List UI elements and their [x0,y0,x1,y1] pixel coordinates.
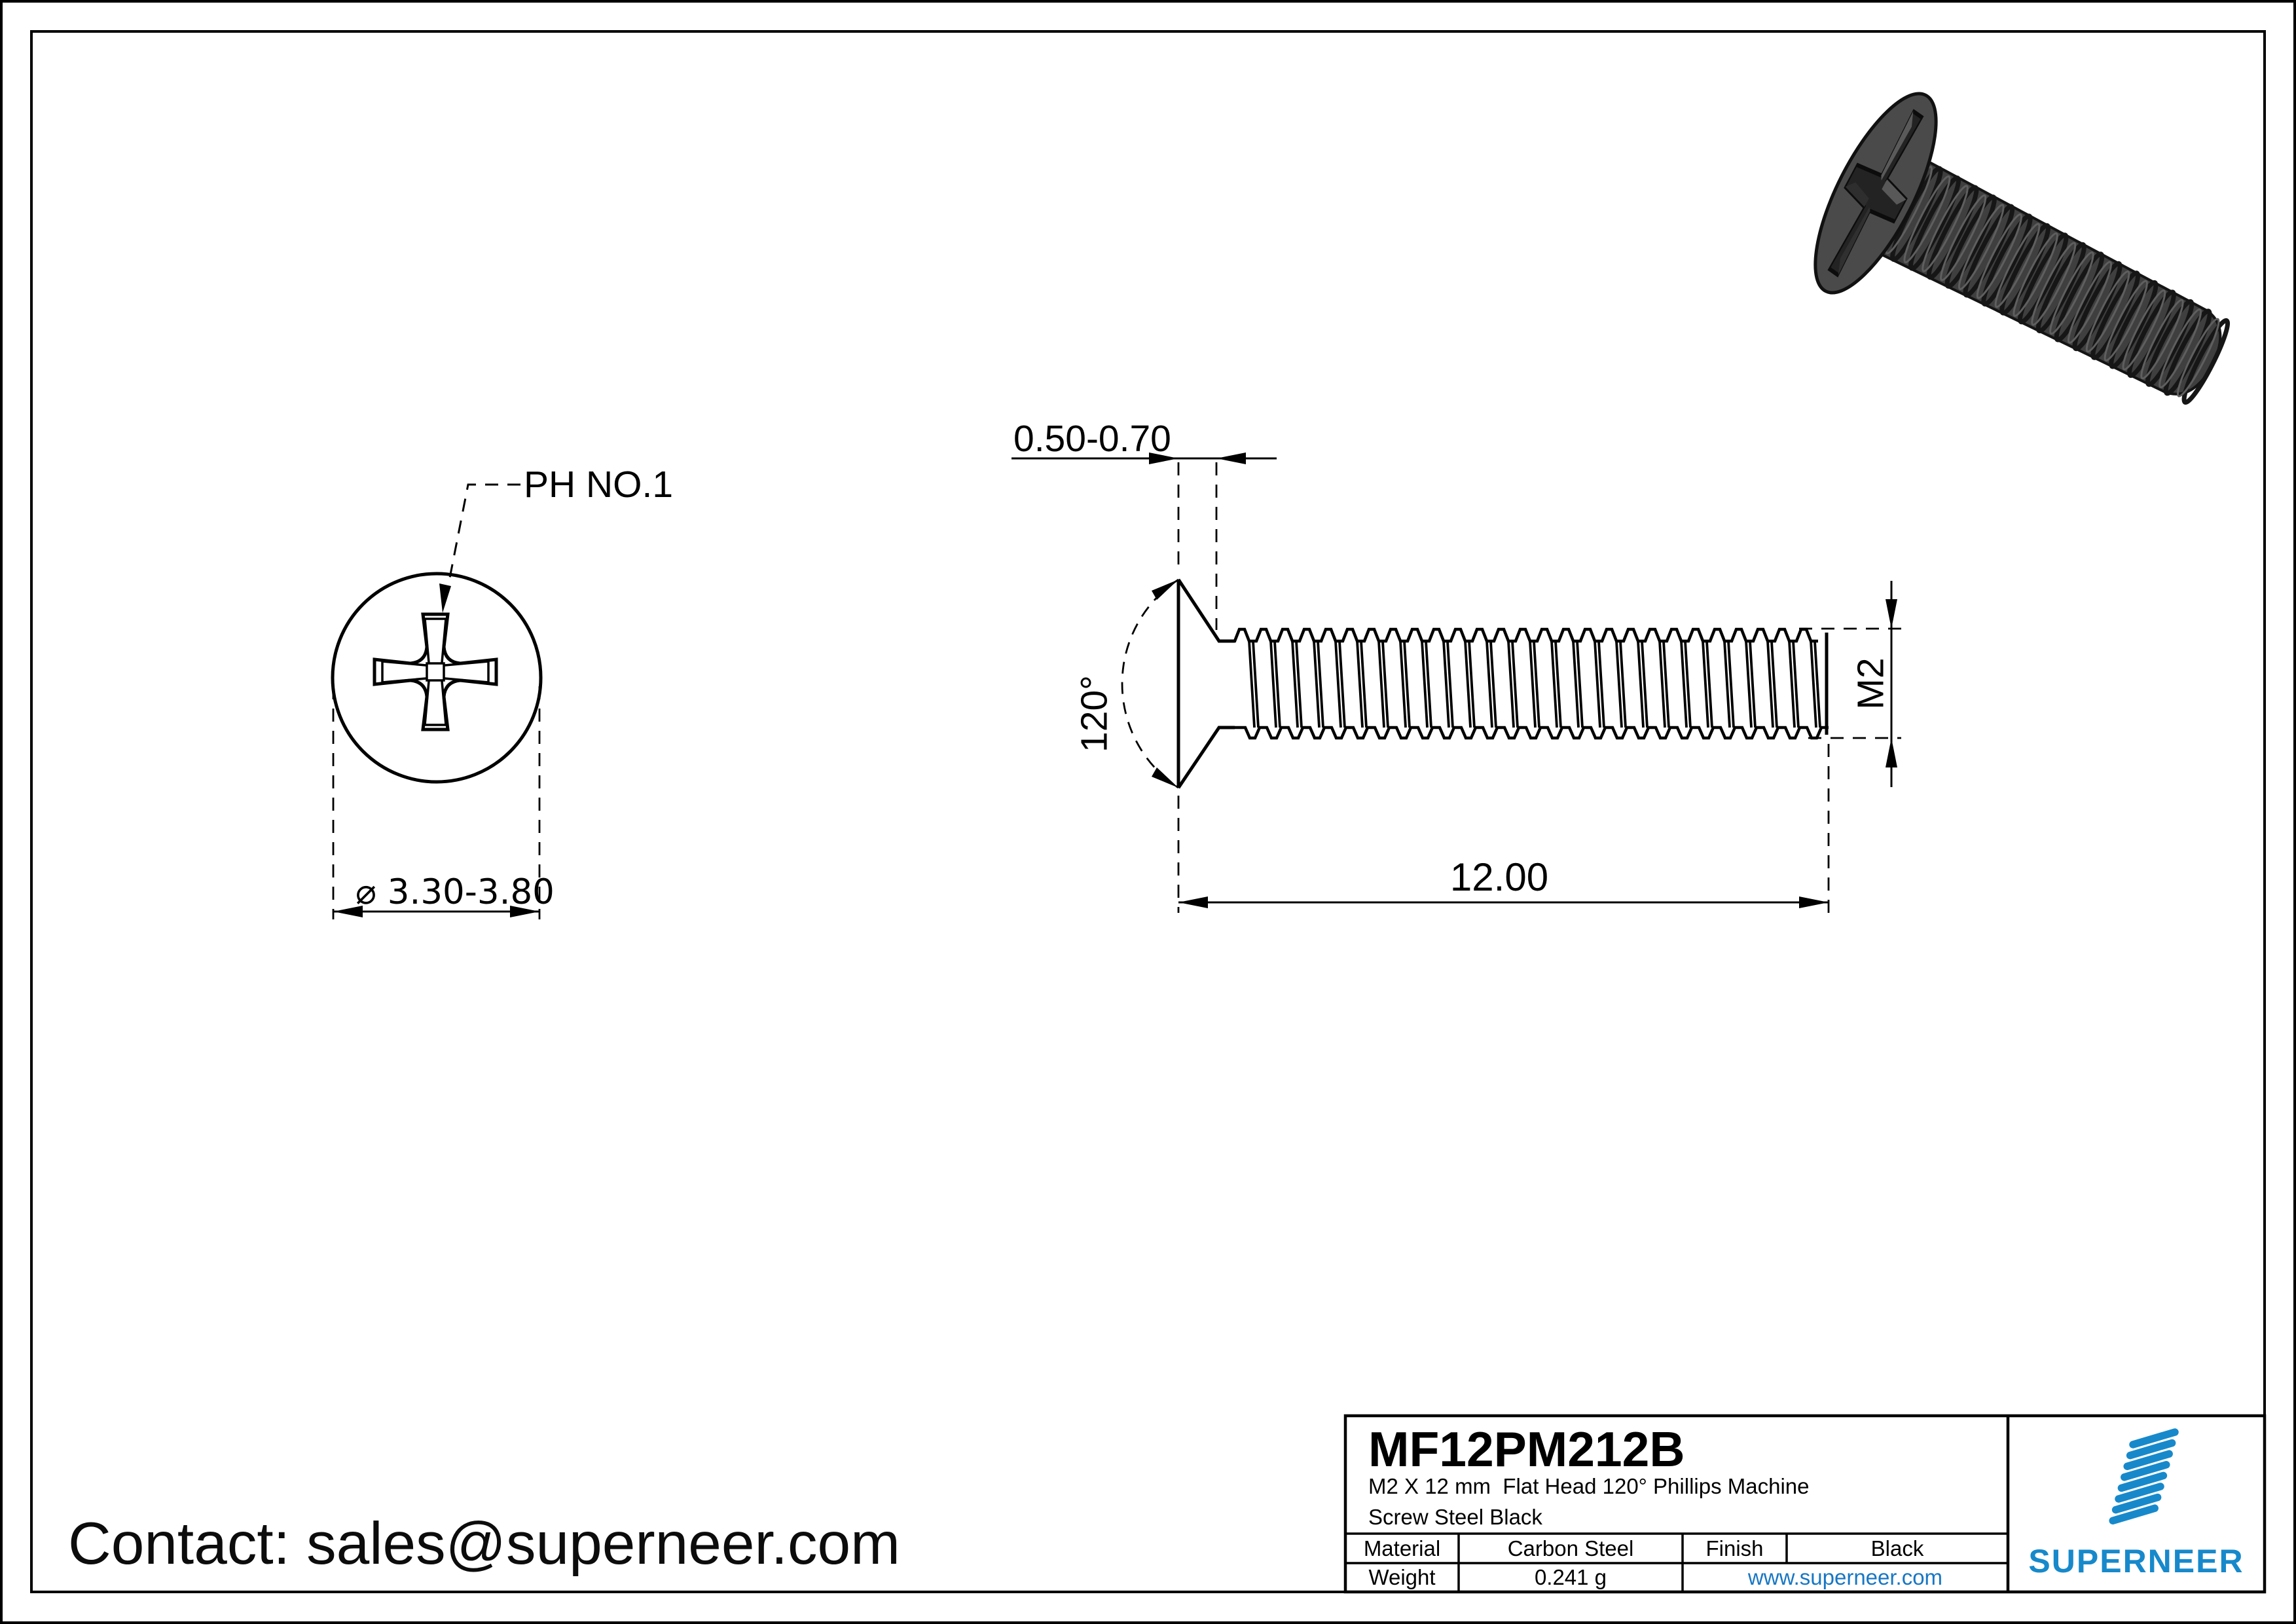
ph-leader-line [439,483,520,613]
diameter-dimension [332,686,541,919]
thread-flank-lines [1248,640,1821,728]
thread-profile-top [1219,627,1818,643]
top-view-head [331,483,543,919]
phillips-cross [373,612,498,731]
screw-phillips-recess [1827,109,1924,278]
side-view-screw [1011,452,1901,913]
diameter-dimension-label: ⌀ 3.30-3.80 [355,872,555,912]
part-number: MF12PM212B [1368,1422,1685,1477]
material-value-cell: Carbon Steel [1507,1536,1634,1560]
finish-value-cell: Black [1870,1536,1924,1560]
thread-size-dimension [1799,581,1901,787]
countersink-angle-label: 120° [1073,675,1116,752]
inner-frame [30,30,2266,1593]
title-block-lines [1343,1414,2267,1594]
angle-dimension [1121,578,1179,789]
superneer-logo-icon [2109,1428,2179,1524]
ph-number-label: PH NO.1 [524,464,674,506]
material-label-cell: Material [1363,1536,1441,1560]
length-dimension-label: 12.00 [1449,855,1549,899]
finish-label-cell: Finish [1705,1536,1764,1560]
part-description-line2: Screw Steel Black [1368,1505,1542,1529]
contact-email-line: Contact: sales@superneer.com [68,1511,900,1577]
website-link[interactable]: www.superneer.com [1747,1565,1943,1589]
thread-profile-bottom [1219,726,1829,740]
weight-label-cell: Weight [1368,1565,1436,1589]
head-profile [1176,578,1235,789]
superneer-wordmark: SUPERNEER [2028,1543,2244,1579]
edge-thickness-dimension [1011,452,1277,630]
weight-value-cell: 0.241 g [1534,1565,1607,1589]
head-outline-circle [331,572,543,784]
screw-thread-ridges [1885,166,2231,405]
screw-3d-render [1813,92,2231,405]
thread-size-label: M2 [1850,657,1892,710]
edge-thickness-label: 0.50-0.70 [1013,418,1171,460]
part-description-line1: M2 X 12 mm Flat Head 120° Phillips Machi… [1368,1474,1810,1498]
length-dimension [1177,744,1830,913]
